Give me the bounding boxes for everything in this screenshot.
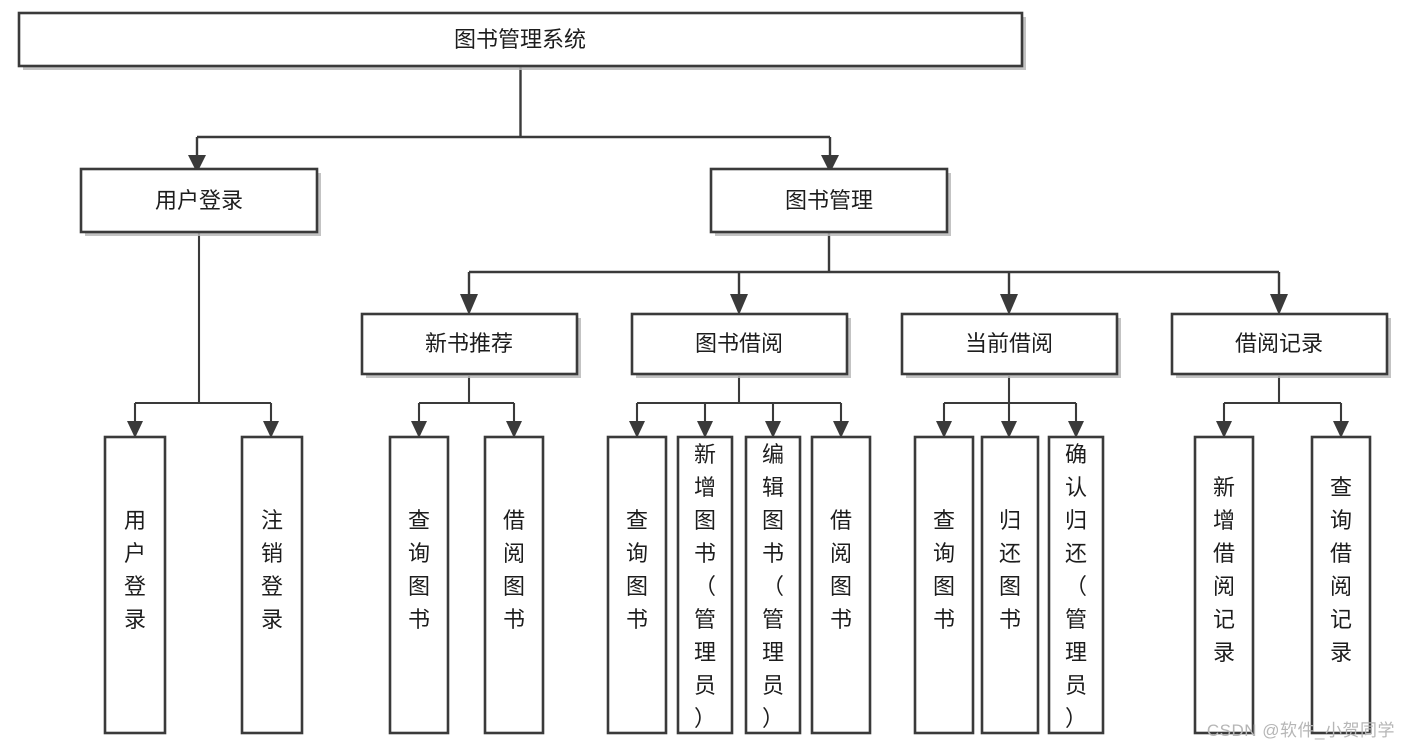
arrowhead-to-borrow-book-1: [506, 421, 522, 438]
leaf-query-record[interactable]: 查询借阅记录: [1310, 435, 1372, 735]
node-root[interactable]: 图书管理系统: [17, 11, 1026, 70]
leaf-return-book[interactable]: 归还图书: [980, 435, 1040, 735]
leaf-logout-label: 注销登录: [261, 508, 283, 632]
leaf-borrow-book-2-label: 借阅图书: [830, 508, 852, 632]
leaf-query-book-1[interactable]: 查询图书: [388, 435, 450, 735]
arrowhead-to-return-book: [1001, 421, 1017, 438]
node-book-borrow[interactable]: 图书借阅: [630, 312, 851, 378]
arrowhead-to-record: [1270, 294, 1288, 315]
edge-user-login-to-leaves: [133, 232, 273, 427]
arrowhead-to-confirm-return: [1068, 421, 1084, 438]
leaf-query-book-2[interactable]: 查询图书: [606, 435, 668, 735]
leaf-query-book-2-box[interactable]: [606, 435, 668, 735]
leaf-return-book-box[interactable]: [980, 435, 1040, 735]
root-box[interactable]: [17, 11, 1024, 68]
leaf-add-record[interactable]: 新增借阅记录: [1193, 435, 1255, 735]
edge-borrow-to-leaves: [635, 376, 843, 427]
arrowhead-to-query-book-3: [936, 421, 952, 438]
leaf-query-book-3[interactable]: 查询图书: [913, 435, 975, 735]
arrowhead-to-logout-leaf: [263, 421, 279, 438]
leaf-borrow-book-1[interactable]: 借阅图书: [483, 435, 545, 735]
book-management-box[interactable]: [709, 167, 949, 234]
leaf-user-login-label: 用户登录: [124, 508, 146, 632]
leaf-logout-box[interactable]: [240, 435, 304, 735]
leaf-add-record-label: 新增借阅记录: [1213, 475, 1235, 665]
leaf-edit-book[interactable]: 编辑图书（管理员）: [744, 435, 802, 735]
arrowhead-to-user-login: [188, 155, 206, 173]
user-login-label: 用户登录: [155, 188, 243, 213]
node-borrow-record[interactable]: 借阅记录: [1170, 312, 1391, 378]
leaf-query-book-3-label: 查询图书: [933, 508, 955, 632]
borrow-record-box[interactable]: [1170, 312, 1389, 376]
leaf-user-login-box[interactable]: [103, 435, 167, 735]
node-current-borrow[interactable]: 当前借阅: [900, 312, 1121, 378]
user-login-box[interactable]: [79, 167, 319, 234]
leaf-query-book-1-box[interactable]: [388, 435, 450, 735]
leaf-borrow-book-1-box[interactable]: [483, 435, 545, 735]
leaf-add-record-box[interactable]: [1193, 435, 1255, 735]
arrowhead-to-add-book: [697, 421, 713, 438]
root-label: 图书管理系统: [454, 27, 586, 52]
edge-new-book-to-leaves: [417, 376, 516, 427]
arrowhead-to-login-leaf: [127, 421, 143, 438]
leaf-query-record-label: 查询借阅记录: [1330, 475, 1352, 665]
arrowhead-to-borrow-book-2: [833, 421, 849, 438]
arrowhead-to-query-record: [1333, 421, 1349, 438]
book-borrow-box[interactable]: [630, 312, 849, 376]
leaf-user-login[interactable]: 用户登录: [103, 435, 167, 735]
edge-root-to-level2-bus: [195, 66, 832, 161]
new-book-label: 新书推荐: [425, 331, 513, 356]
node-new-book-recommend[interactable]: 新书推荐: [360, 312, 581, 378]
current-borrow-box[interactable]: [900, 312, 1119, 376]
leaf-add-book[interactable]: 新增图书（管理员）: [676, 435, 734, 735]
arrowhead-to-current: [1000, 294, 1018, 315]
leaf-add-book-label: 新增图书（管理员）: [694, 442, 716, 731]
leaf-confirm-return-label: 确认归还（管理员）: [1065, 442, 1087, 731]
arrowhead-to-add-record: [1216, 421, 1232, 438]
edge-group: [127, 66, 1349, 438]
arrowhead-to-book-mgmt: [821, 155, 839, 173]
arrowhead-to-borrow: [730, 294, 748, 315]
arrowhead-to-new-book: [460, 294, 478, 315]
node-user-login[interactable]: 用户登录: [79, 167, 321, 236]
edge-record-to-leaves: [1222, 376, 1343, 427]
leaf-edit-book-label: 编辑图书（管理员）: [762, 442, 784, 731]
current-borrow-label: 当前借阅: [965, 331, 1053, 356]
leaf-confirm-return[interactable]: 确认归还（管理员）: [1047, 435, 1105, 735]
leaf-edit-book-box[interactable]: [744, 435, 802, 735]
leaf-query-book-1-label: 查询图书: [408, 508, 430, 632]
arrowhead-to-query-book-1: [411, 421, 427, 438]
leaf-borrow-book-2[interactable]: 借阅图书: [810, 435, 872, 735]
edge-current-to-leaves: [942, 376, 1078, 427]
leaf-return-book-label: 归还图书: [999, 508, 1021, 632]
csdn-watermark: CSDN @软件_小贺同学: [1206, 721, 1395, 740]
leaf-add-book-box[interactable]: [676, 435, 734, 735]
arrowhead-to-query-book-2: [629, 421, 645, 438]
edge-book-mgmt-to-level3-bus: [467, 232, 1281, 300]
leaf-query-book-2-label: 查询图书: [626, 508, 648, 632]
book-management-label: 图书管理: [785, 188, 873, 213]
new-book-box[interactable]: [360, 312, 579, 376]
arrowhead-to-edit-book: [765, 421, 781, 438]
leaf-logout[interactable]: 注销登录: [240, 435, 304, 735]
leaf-query-record-box[interactable]: [1310, 435, 1372, 735]
node-book-management[interactable]: 图书管理: [709, 167, 951, 236]
leaf-query-book-3-box[interactable]: [913, 435, 975, 735]
borrow-record-label: 借阅记录: [1235, 331, 1323, 356]
leaf-borrow-book-2-box[interactable]: [810, 435, 872, 735]
book-borrow-label: 图书借阅: [695, 331, 783, 356]
leaf-borrow-book-1-label: 借阅图书: [503, 508, 525, 632]
leaf-confirm-return-box[interactable]: [1047, 435, 1105, 735]
